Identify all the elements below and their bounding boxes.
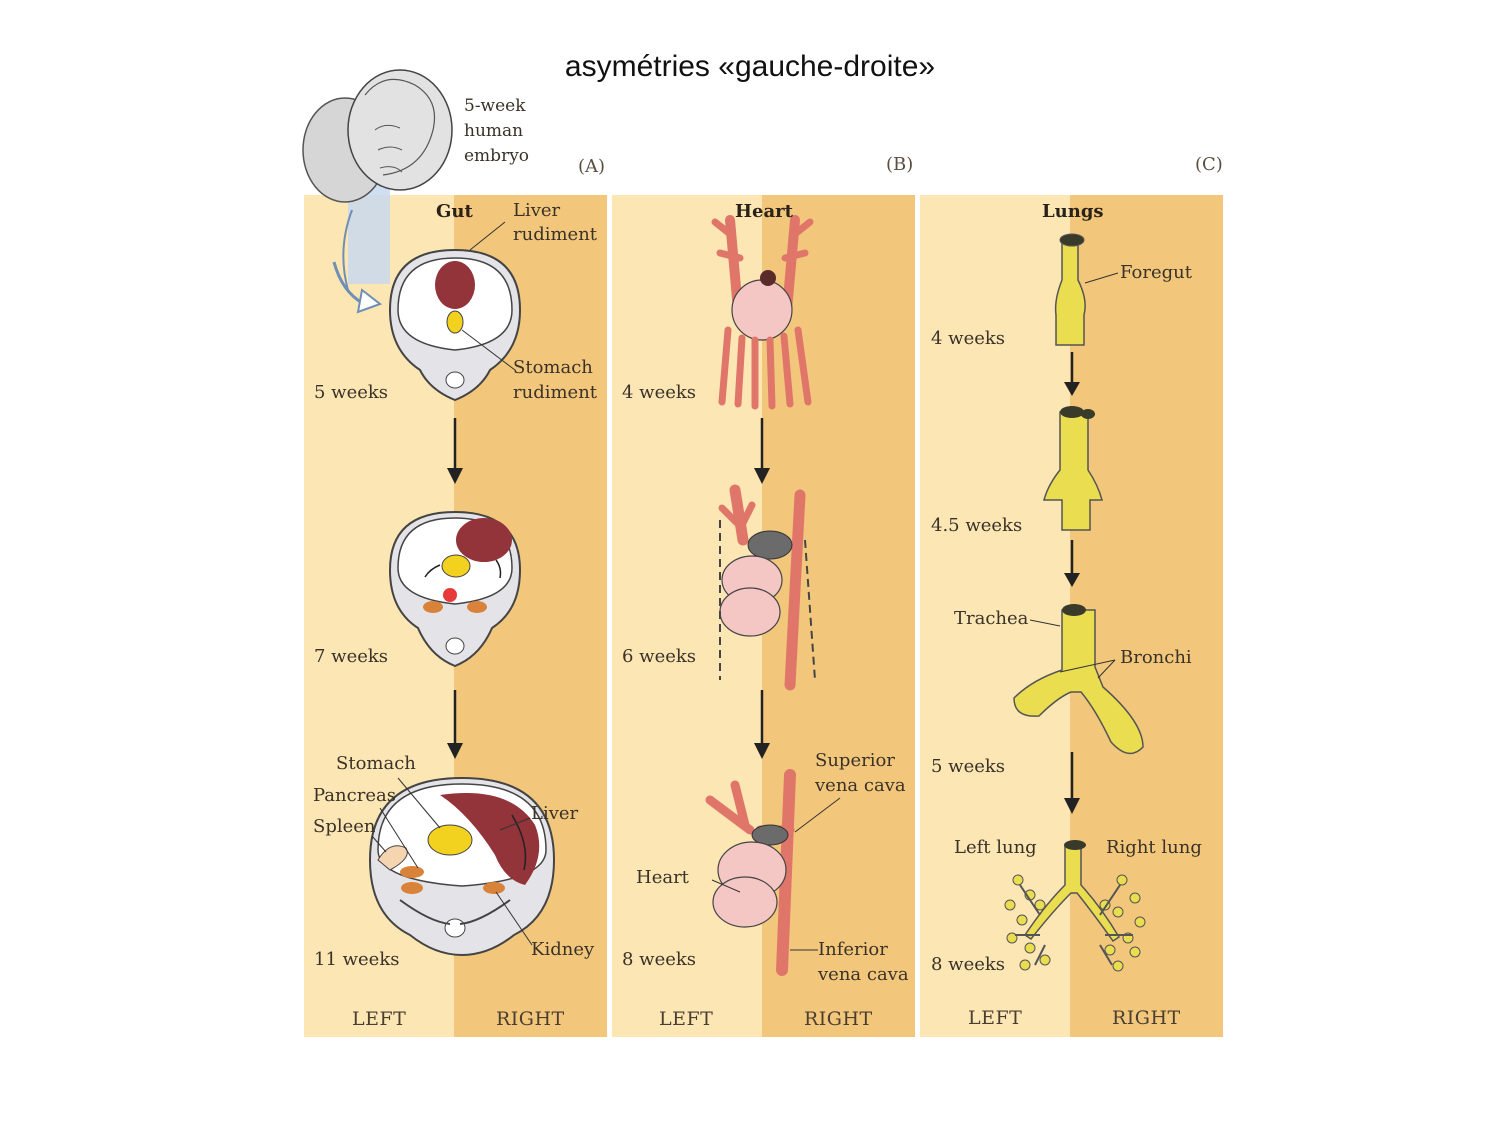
arrow-a-1 <box>447 418 463 484</box>
stage-b-6-weeks: 6 weeks <box>622 646 697 667</box>
arrow-a-2 <box>447 690 463 759</box>
embryo-caption-line-2: human <box>464 121 524 141</box>
label-liver: Liver <box>531 803 579 824</box>
embryo-caption-line-1: 5-week <box>464 96 526 116</box>
stage-b-8-weeks: 8 weeks <box>622 949 697 970</box>
stage-b-4-weeks: 4 weeks <box>622 382 697 403</box>
embryo-illustration <box>302 69 453 314</box>
slide-title: asymétries «gauche-droite» <box>564 50 936 83</box>
label-stomach-rudiment-2: rudiment <box>513 382 598 403</box>
panel-a-left-label: LEFT <box>352 1008 407 1030</box>
arrow-c-3 <box>1064 752 1080 814</box>
heart-6-weeks <box>718 484 816 691</box>
label-superior-vena-cava-1: Superior <box>815 750 895 771</box>
panel-c-header: Lungs <box>1042 201 1104 222</box>
gut-section-5-weeks <box>388 221 522 402</box>
label-inferior-vena-cava-2: vena cava <box>818 964 909 985</box>
label-liver-rudiment-2: rudiment <box>513 224 598 245</box>
label-right-lung: Right lung <box>1106 837 1202 858</box>
lung-8-weeks <box>1004 840 1146 972</box>
label-left-lung: Left lung <box>954 837 1037 858</box>
panel-a-header: Gut <box>436 201 473 222</box>
label-stomach-rudiment-1: Stomach <box>513 357 593 378</box>
label-trachea: Trachea <box>954 608 1029 629</box>
lung-4-5-weeks <box>1043 406 1103 531</box>
lung-5-weeks <box>1013 604 1144 755</box>
panel-b-header: Heart <box>735 201 793 222</box>
lung-4-weeks <box>1054 233 1119 346</box>
stage-a-7-weeks: 7 weeks <box>314 646 389 667</box>
panel-letter-b: (B) <box>886 154 914 175</box>
stage-a-5-weeks: 5 weeks <box>314 382 389 403</box>
arrow-b-1 <box>754 418 770 484</box>
label-superior-vena-cava-2: vena cava <box>815 775 906 796</box>
stage-c-8-weeks: 8 weeks <box>931 954 1006 975</box>
arrow-c-2 <box>1064 540 1080 587</box>
panel-b-right-label: RIGHT <box>804 1008 873 1030</box>
label-foregut: Foregut <box>1120 262 1192 283</box>
label-bronchi: Bronchi <box>1120 647 1192 668</box>
label-kidney: Kidney <box>531 939 595 960</box>
arrow-b-2 <box>754 690 770 759</box>
panel-b-left-label: LEFT <box>659 1008 714 1030</box>
panel-a-right-label: RIGHT <box>496 1008 565 1030</box>
stage-c-5-weeks: 5 weeks <box>931 756 1006 777</box>
panel-letter-c: (C) <box>1195 154 1223 175</box>
label-stomach: Stomach <box>336 753 416 774</box>
stage-a-11-weeks: 11 weeks <box>314 949 400 970</box>
label-heart: Heart <box>636 867 689 888</box>
label-inferior-vena-cava-1: Inferior <box>818 939 888 960</box>
embryo-caption-line-3: embryo <box>464 146 530 166</box>
panel-c-right-label: RIGHT <box>1112 1007 1181 1029</box>
gut-section-7-weeks <box>388 510 522 668</box>
stage-c-4-weeks: 4 weeks <box>931 328 1006 349</box>
panel-c-left-label: LEFT <box>968 1007 1023 1029</box>
arrow-c-1 <box>1064 352 1080 396</box>
gut-section-11-weeks <box>368 776 556 957</box>
label-pancreas: Pancreas <box>313 785 396 806</box>
label-spleen: Spleen <box>313 816 376 837</box>
label-liver-rudiment-1: Liver <box>513 200 561 221</box>
heart-8-weeks <box>705 769 841 976</box>
heart-4-weeks <box>711 215 814 410</box>
panel-letter-a: (A) <box>578 156 606 177</box>
stage-c-4-5-weeks: 4.5 weeks <box>931 515 1023 536</box>
panel-c-background <box>920 195 1223 1037</box>
